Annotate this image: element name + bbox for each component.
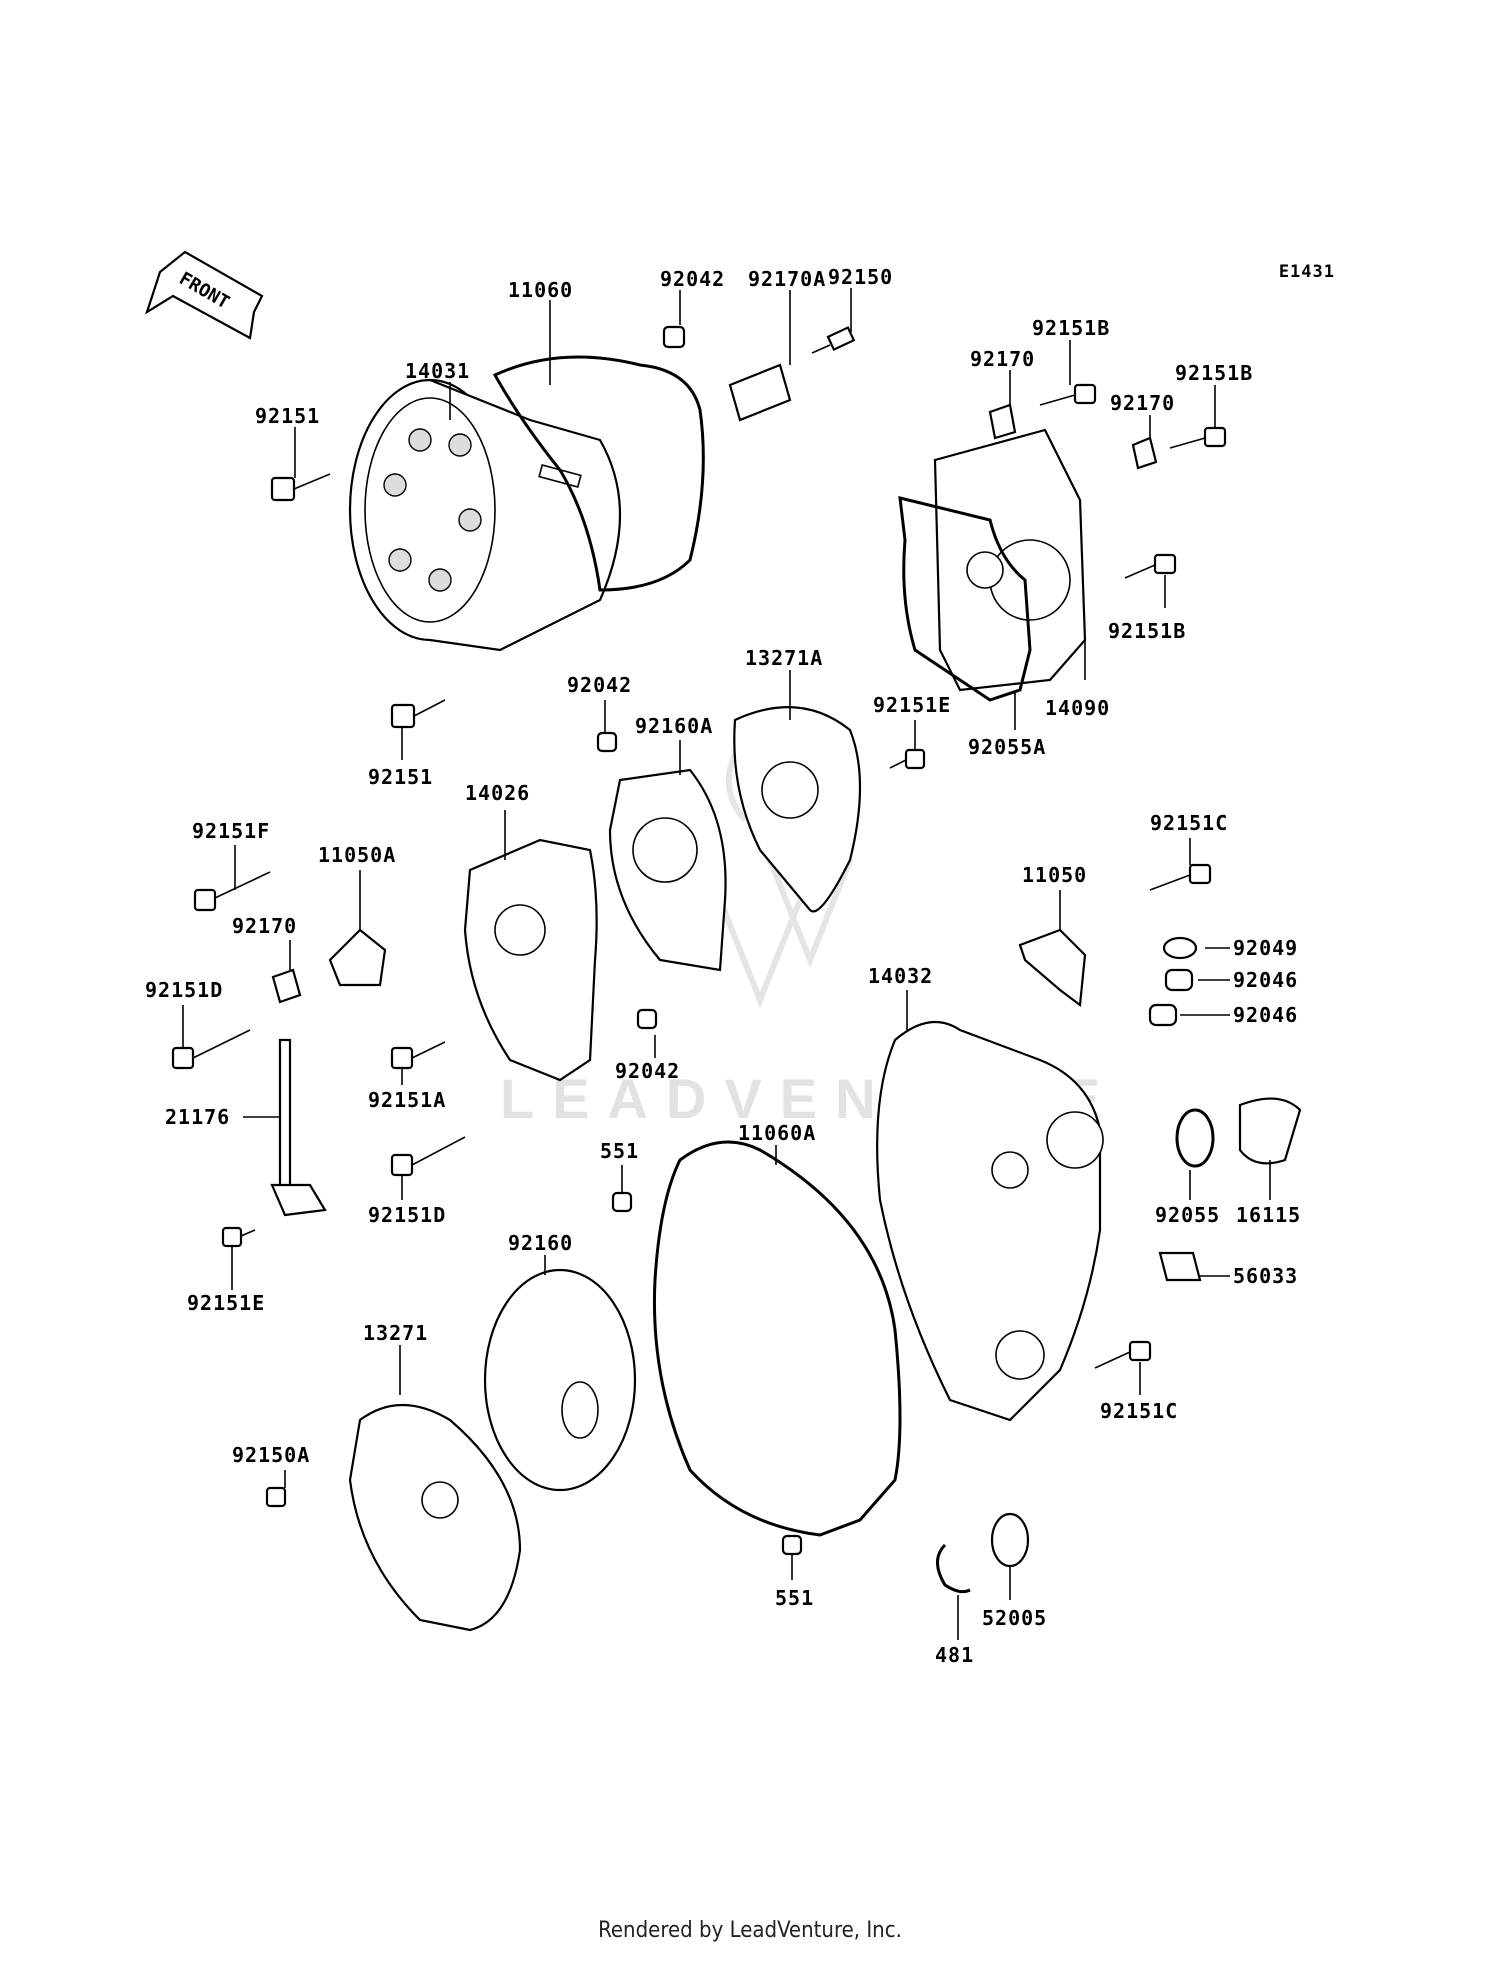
label-92042: 92042	[615, 1059, 680, 1083]
part-92042-dowel	[662, 325, 686, 349]
label-92151E: 92151E	[873, 693, 951, 717]
part-92150A-bolt	[265, 1486, 287, 1508]
diagram-code: E1431	[1278, 262, 1335, 282]
label-92160: 92160	[508, 1231, 573, 1255]
label-551: 551	[600, 1139, 639, 1163]
label-11060A: 11060A	[738, 1121, 816, 1145]
part-92150-bolt	[811, 326, 856, 354]
part-92151-bolt	[390, 699, 446, 729]
label-92055A: 92055A	[968, 735, 1046, 759]
part-92151C-bolt	[1094, 1340, 1152, 1369]
part-92046-bearing	[1148, 1003, 1178, 1027]
part-92151B-bolt	[1169, 426, 1227, 449]
label-92049: 92049	[1233, 936, 1298, 960]
part-92151-bolt	[270, 473, 331, 502]
part-92151C-bolt	[1149, 863, 1212, 891]
label-92042: 92042	[660, 267, 725, 291]
part-21176-sensor	[270, 1038, 327, 1217]
part-551-dowel	[611, 1191, 633, 1213]
label-92055: 92055	[1155, 1203, 1220, 1227]
label-11050: 11050	[1022, 863, 1087, 887]
part-92151B-bolt	[1039, 383, 1097, 406]
label-92151C: 92151C	[1100, 1399, 1178, 1423]
part-92160-rotor	[483, 1268, 637, 1492]
part-92170A-bracket	[728, 363, 792, 422]
part-92151D-bolt	[390, 1136, 466, 1177]
label-92151F: 92151F	[192, 819, 270, 843]
label-11060: 11060	[508, 278, 573, 302]
label-52005: 52005	[982, 1606, 1047, 1630]
label-92151B: 92151B	[1175, 361, 1253, 385]
label-14032: 14032	[868, 964, 933, 988]
label-21176: 21176	[165, 1105, 230, 1129]
label-11050A: 11050A	[318, 843, 396, 867]
part-16115-cap	[1238, 1097, 1302, 1165]
label-14026: 14026	[465, 781, 530, 805]
label-92150A: 92150A	[232, 1443, 310, 1467]
part-92170-clip	[988, 403, 1017, 440]
label-92151D: 92151D	[368, 1203, 446, 1227]
part-481-circlip	[936, 1543, 971, 1594]
part-92049-seal	[1162, 936, 1198, 960]
footer-credit: Rendered by LeadVenture, Inc.	[598, 1918, 902, 1943]
part-14026-cover	[463, 838, 598, 1082]
label-92046: 92046	[1233, 968, 1298, 992]
label-92151C: 92151C	[1150, 811, 1228, 835]
label-92160A: 92160A	[635, 714, 713, 738]
part-labels: 92042 92150 11060 92170A 14031 92151 921…	[145, 265, 1301, 1667]
label-92170: 92170	[232, 914, 297, 938]
front-arrow-icon: FRONT	[145, 250, 264, 340]
label-92151B: 92151B	[1108, 619, 1186, 643]
part-92151E-bolt	[221, 1226, 256, 1248]
leader-lines	[182, 288, 1271, 1640]
label-92151D: 92151D	[145, 978, 223, 1002]
label-56033: 56033	[1233, 1264, 1298, 1288]
part-92151A-bolt	[390, 1041, 446, 1070]
label-14031: 14031	[405, 359, 470, 383]
label-92170: 92170	[970, 347, 1035, 371]
part-11050-bracket	[1018, 928, 1087, 1008]
label-92170A: 92170A	[748, 267, 826, 291]
part-56033-label	[1158, 1251, 1202, 1282]
label-13271A: 13271A	[745, 646, 823, 670]
part-11050A-bracket	[328, 928, 387, 987]
label-13271: 13271	[363, 1321, 428, 1345]
label-481: 481	[935, 1643, 974, 1667]
part-92170-clip	[1131, 436, 1158, 470]
part-11060-gasket	[492, 355, 705, 592]
part-92046-bearing	[1164, 968, 1194, 992]
part-13271-plate	[348, 1404, 522, 1632]
part-92151B-bolt	[1124, 553, 1177, 579]
part-52005-bearing	[990, 1512, 1030, 1568]
label-551: 551	[775, 1586, 814, 1610]
label-92151A: 92151A	[368, 1088, 446, 1112]
part-551-dowel	[781, 1534, 803, 1556]
label-92170: 92170	[1110, 391, 1175, 415]
part-92042-dowel	[596, 731, 618, 753]
part-92151F-bolt	[193, 871, 271, 912]
part-14090-cover	[933, 428, 1087, 692]
part-92151E-bolt	[889, 748, 926, 770]
label-92151: 92151	[255, 404, 320, 428]
label-92151: 92151	[368, 765, 433, 789]
part-92042-dowel	[636, 1008, 658, 1030]
part-92170-clip	[271, 968, 302, 1004]
part-92151D-bolt	[171, 1029, 251, 1070]
part-92055-o-ring	[1175, 1108, 1215, 1168]
label-14090: 14090	[1045, 696, 1110, 720]
part-92055A-gasket	[898, 496, 1032, 702]
label-92151B: 92151B	[1032, 316, 1110, 340]
part-14032-cover	[876, 1020, 1102, 1422]
label-92150: 92150	[828, 265, 893, 289]
part-11060A-gasket	[652, 1140, 902, 1537]
label-16115: 16115	[1236, 1203, 1301, 1227]
label-92046: 92046	[1233, 1003, 1298, 1027]
label-92042: 92042	[567, 673, 632, 697]
part-14031-cover	[348, 378, 622, 652]
label-92151E: 92151E	[187, 1291, 265, 1315]
